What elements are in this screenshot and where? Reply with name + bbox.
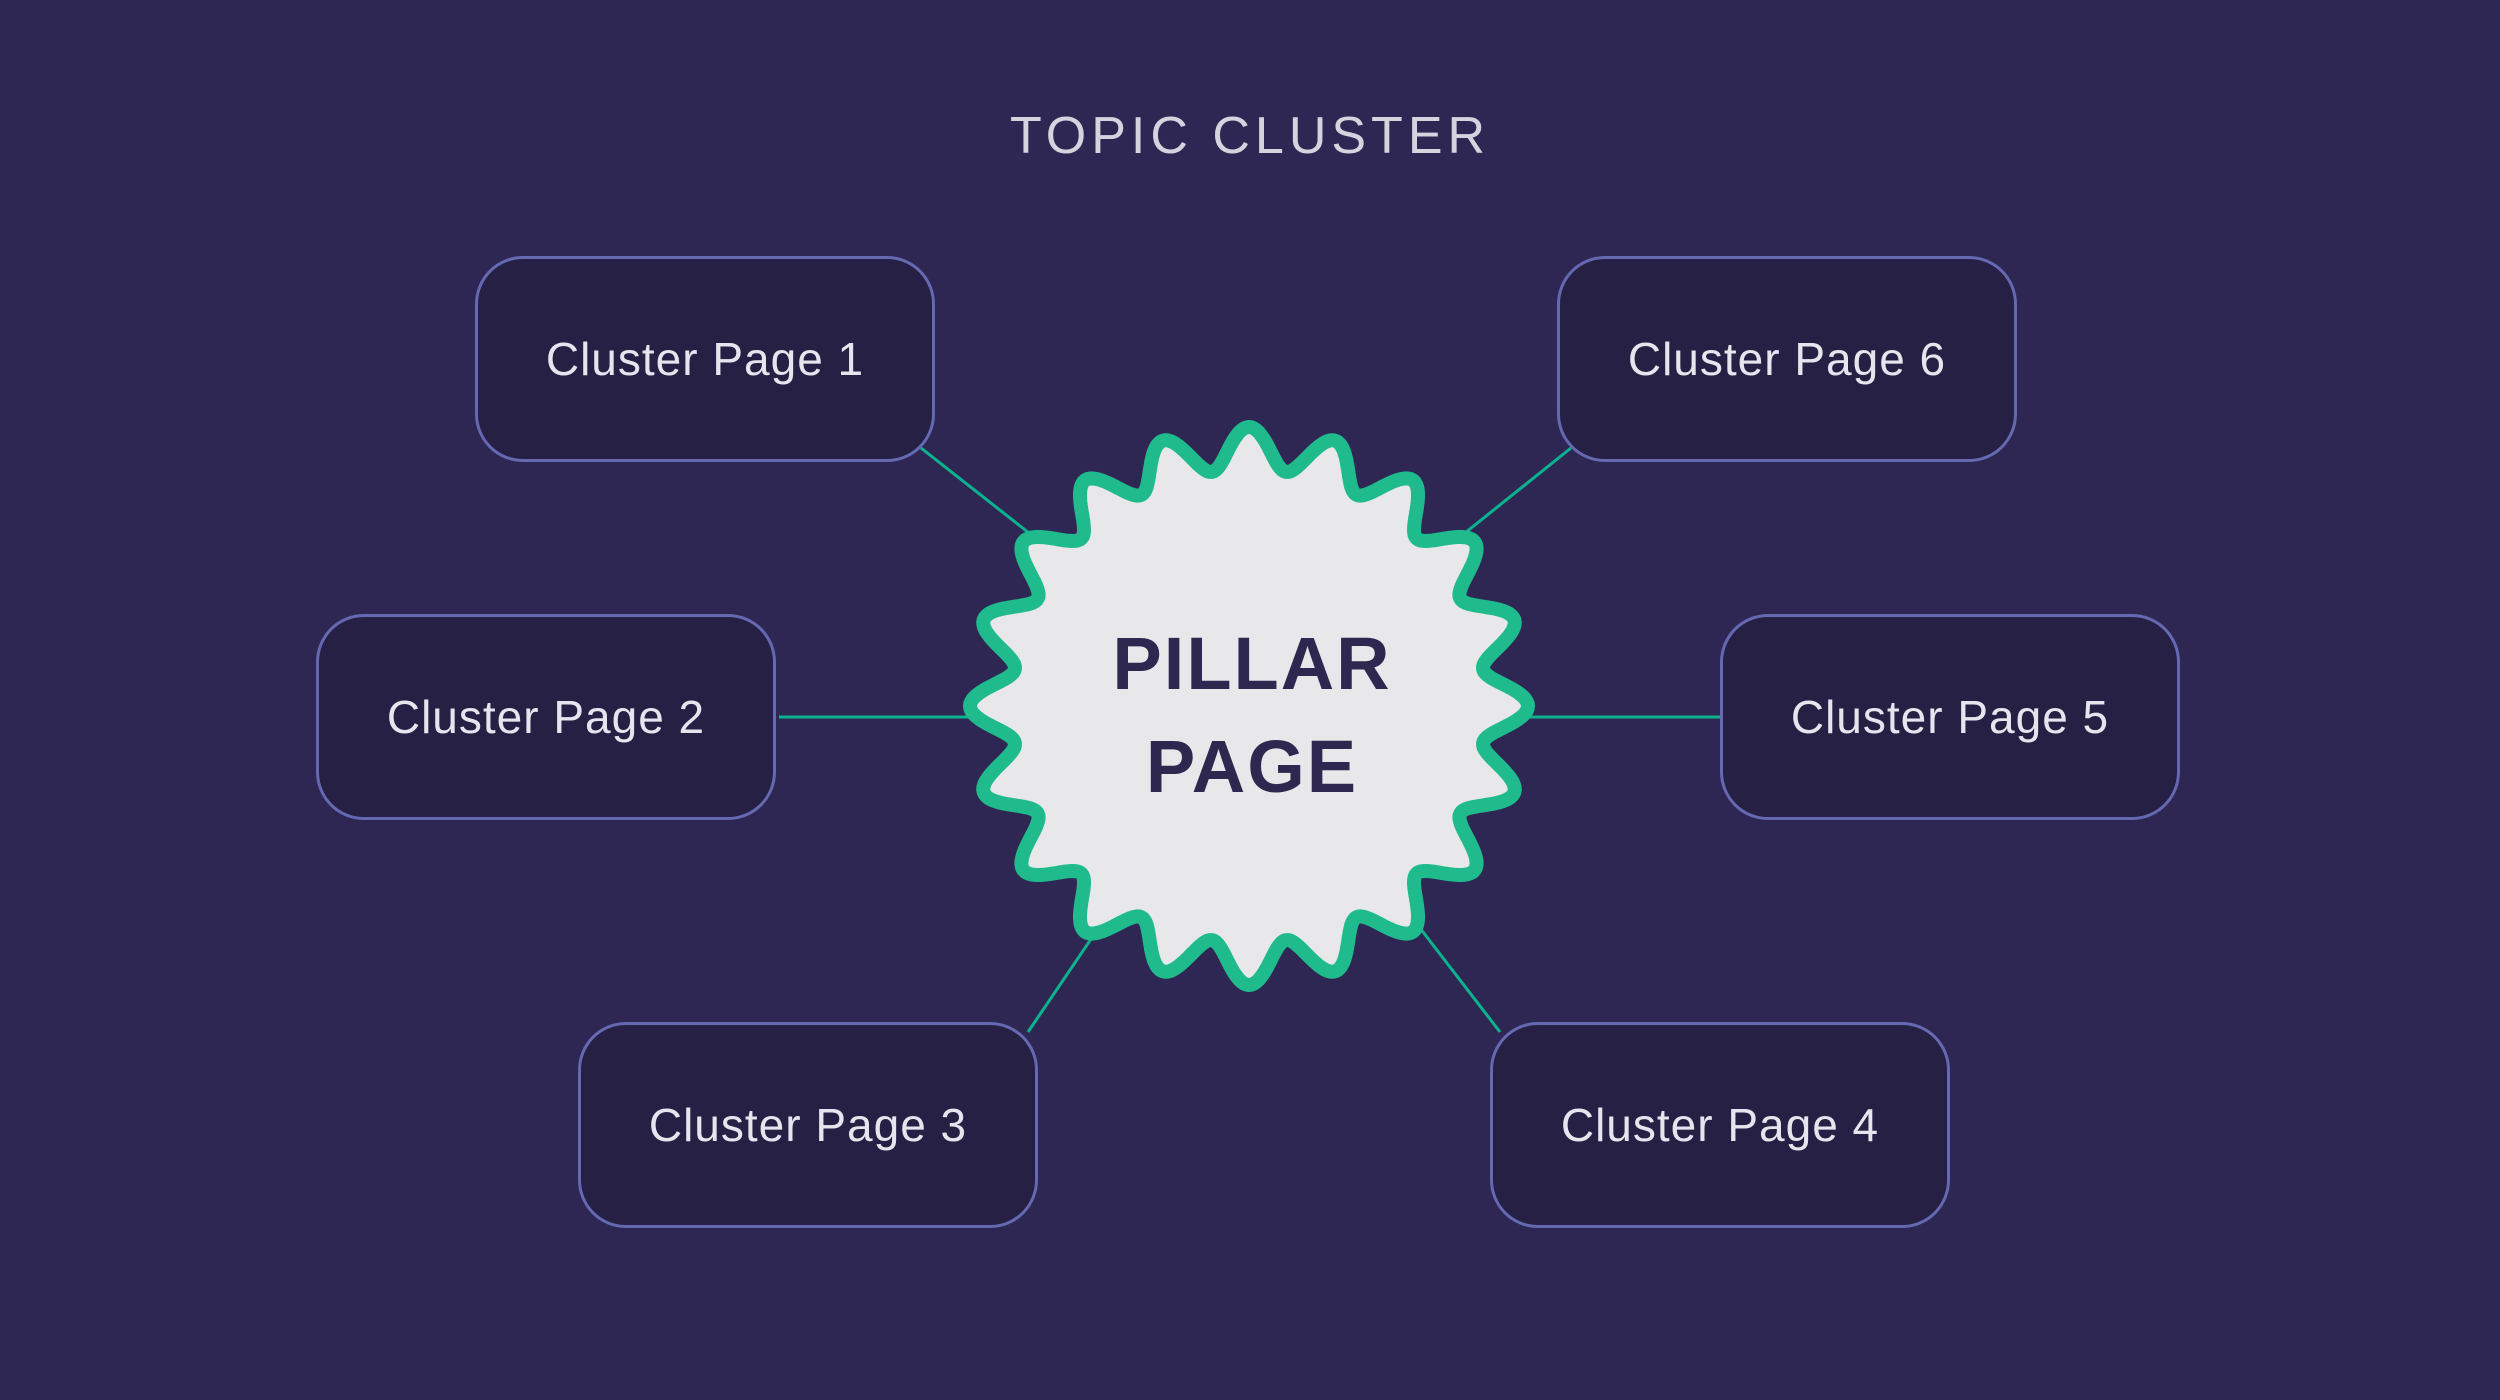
cluster-page-5-box: Cluster Page 5	[1720, 614, 2180, 820]
cluster-page-5-label: Cluster Page 5	[1790, 691, 2110, 743]
cluster-page-3-label: Cluster Page 3	[648, 1099, 968, 1151]
cluster-page-6-box: Cluster Page 6	[1557, 256, 2017, 462]
cluster-page-2-box: Cluster Page 2	[316, 614, 776, 820]
cluster-page-6-label: Cluster Page 6	[1627, 333, 1947, 385]
pillar-badge-shape	[963, 420, 1535, 992]
cluster-page-4-box: Cluster Page 4	[1490, 1022, 1950, 1228]
cluster-page-2-label: Cluster Page 2	[386, 691, 706, 743]
cluster-page-3-box: Cluster Page 3	[578, 1022, 1038, 1228]
cluster-page-1-box: Cluster Page 1	[475, 256, 935, 462]
pillar-label-line1: PILLAR	[1112, 622, 1392, 706]
pillar-badge-label: PILLAR PAGE	[1112, 613, 1391, 819]
cluster-page-1-label: Cluster Page 1	[545, 333, 865, 385]
pillar-label-line2: PAGE	[1145, 725, 1359, 808]
cluster-page-4-label: Cluster Page 4	[1560, 1099, 1880, 1151]
diagram-title: TOPIC CLUSTER	[1009, 107, 1491, 165]
